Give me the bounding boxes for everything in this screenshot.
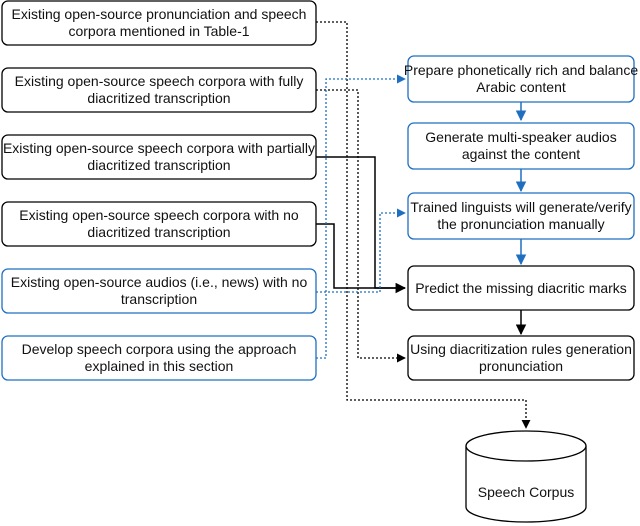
edge-source4-to-predict (316, 223, 405, 289)
step-generate-audios: Generate multi-speaker audios against th… (407, 122, 635, 170)
source-1-line-2: corpora mentioned in Table-1 (68, 23, 249, 39)
step-predict-diacritics: Predict the missing diacritic marks (407, 265, 635, 311)
source-4-line-1: Existing open-source speech corpora with… (19, 207, 299, 223)
step-2-line-2: against the content (462, 146, 580, 162)
step-5-line-1: Using diacritization rules generation (410, 341, 632, 357)
source-box-5: Existing open-source audios (i.e., news)… (1, 268, 317, 314)
step-5-line-2: pronunciation (479, 358, 563, 374)
source-box-6: Develop speech corpora using the approac… (1, 335, 317, 381)
source-box-4: Existing open-source speech corpora with… (1, 201, 317, 247)
step-2-line-1: Generate multi-speaker audios (425, 129, 616, 145)
step-1-line-2: Arabic content (476, 79, 566, 95)
source-4-line-2: diacritized transcription (87, 224, 230, 240)
source-3-line-1: Existing open-source speech corpora with… (3, 140, 315, 156)
source-3-line-2: diacritized transcription (87, 157, 230, 173)
step-prepare-content: Prepare phonetically rich and balance Ar… (404, 55, 638, 103)
source-box-1: Existing open-source pronunciation and s… (1, 0, 317, 46)
connectors (316, 21, 531, 429)
source-2-line-2: diacritized transcription (87, 90, 230, 106)
edge-source6-to-prepare (316, 74, 406, 359)
source-box-2: Existing open-source speech corpora with… (1, 67, 317, 113)
edge-source1-to-corpus (316, 21, 531, 429)
source-2-line-1: Existing open-source speech corpora with… (15, 73, 304, 89)
step-3-line-2: the pronunciation manually (437, 216, 604, 232)
source-6-line-2: explained in this section (85, 358, 234, 374)
source-box-3: Existing open-source speech corpora with… (1, 134, 317, 180)
step-3-line-1: Trained linguists will generate/verify (410, 199, 631, 215)
edge-source3-to-predict (316, 156, 407, 294)
speech-corpus-database: Speech Corpus (465, 430, 587, 523)
source-5-line-2: transcription (121, 291, 197, 307)
source-5-line-1: Existing open-source audios (i.e., news)… (11, 274, 308, 290)
source-1-line-1: Existing open-source pronunciation and s… (12, 6, 307, 22)
step-linguists-verify: Trained linguists will generate/verify t… (407, 192, 635, 240)
edge-source5-to-linguists (316, 208, 406, 293)
source-6-line-1: Develop speech corpora using the approac… (22, 341, 297, 357)
step-4-line-1: Predict the missing diacritic marks (415, 280, 627, 296)
edge-source2-to-rules (316, 89, 406, 363)
step-1-line-1: Prepare phonetically rich and balance (404, 62, 638, 78)
speech-corpus-label: Speech Corpus (478, 484, 575, 500)
step-rules-pronunciation: Using diacritization rules generation pr… (407, 335, 635, 381)
